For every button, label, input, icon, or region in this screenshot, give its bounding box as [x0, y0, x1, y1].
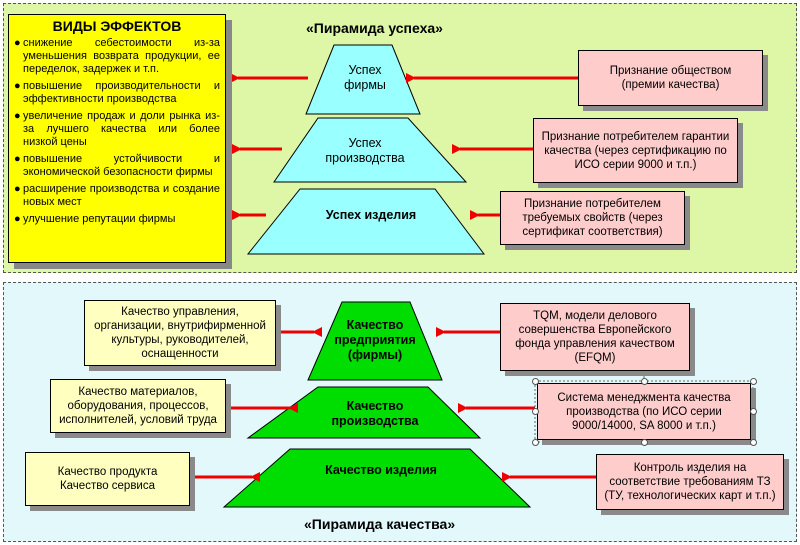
quality-pyramid-title: «Пирамида качества»	[304, 516, 456, 532]
success-tier-firm	[305, 44, 421, 115]
success-pyramid	[246, 44, 486, 255]
effect-item: ●увеличение продаж и доли рынка из-за лу…	[14, 110, 220, 148]
effect-item: ●улучшение репутации фирмы	[14, 213, 176, 225]
effect-item: ●повышение устойчивости и экономической …	[14, 153, 220, 178]
management-quality-box: Качество управления, организации, внутри…	[84, 300, 276, 366]
success-tier-production	[273, 117, 468, 183]
quality-arrows	[190, 327, 596, 482]
quality-pyramid	[222, 301, 532, 508]
selection-handle	[641, 378, 648, 385]
recognition-society-box: Признание обществом (премии качества)	[578, 50, 763, 106]
success-tier-product	[246, 188, 486, 255]
effects-title: ВИДЫ ЭФФЕКТОВ	[52, 18, 182, 34]
recognition-properties-box: Признание потребителем требуемых свойств…	[500, 191, 685, 245]
selection-handle	[641, 439, 648, 446]
success-firm-label: Успех фирмы	[344, 63, 386, 92]
selection-handle	[532, 439, 539, 446]
selection-handle	[750, 439, 757, 446]
effects-box: ВИДЫ ЭФФЕКТОВ ●снижение себестоимости из…	[8, 14, 226, 263]
qms-box: Система менеджмента качества производств…	[537, 383, 751, 440]
success-arrows	[230, 73, 578, 220]
quality-tier-enterprise	[307, 301, 443, 381]
effect-item: ●повышение производительности и эффектив…	[14, 80, 220, 105]
effect-item: ●снижение себестоимости из-за уменьшения…	[14, 37, 220, 75]
quality-tier-production	[246, 386, 482, 439]
recognition-guarantee-box: Признание потребителем гарантии качества…	[533, 118, 738, 183]
success-production-label: Успех производства	[325, 136, 405, 165]
selection-handle	[750, 408, 757, 415]
tqm-efqm-box: TQM, модели делового совершенства Европе…	[500, 303, 690, 371]
selection-handle	[532, 378, 539, 385]
success-product-label: Успех изделия	[325, 207, 417, 222]
quality-tier-product	[222, 448, 532, 508]
product-control-box: Контроль изделия на соответствие требова…	[596, 454, 784, 510]
success-pyramid-title: «Пирамида успеха»	[306, 20, 443, 36]
product-service-quality-box: Качество продукта Качество сервиса	[25, 452, 190, 506]
quality-production-label: Качество производства	[331, 399, 419, 428]
selection-handle	[532, 408, 539, 415]
quality-enterprise-label: Качество предприятия (фирмы)	[334, 317, 416, 362]
selection-handle	[750, 378, 757, 385]
materials-quality-box: Качество материалов, оборудования, проце…	[50, 379, 226, 433]
effect-item: ●расширение производства и создание новы…	[14, 183, 220, 208]
quality-product-label: Качество изделия	[325, 462, 437, 477]
